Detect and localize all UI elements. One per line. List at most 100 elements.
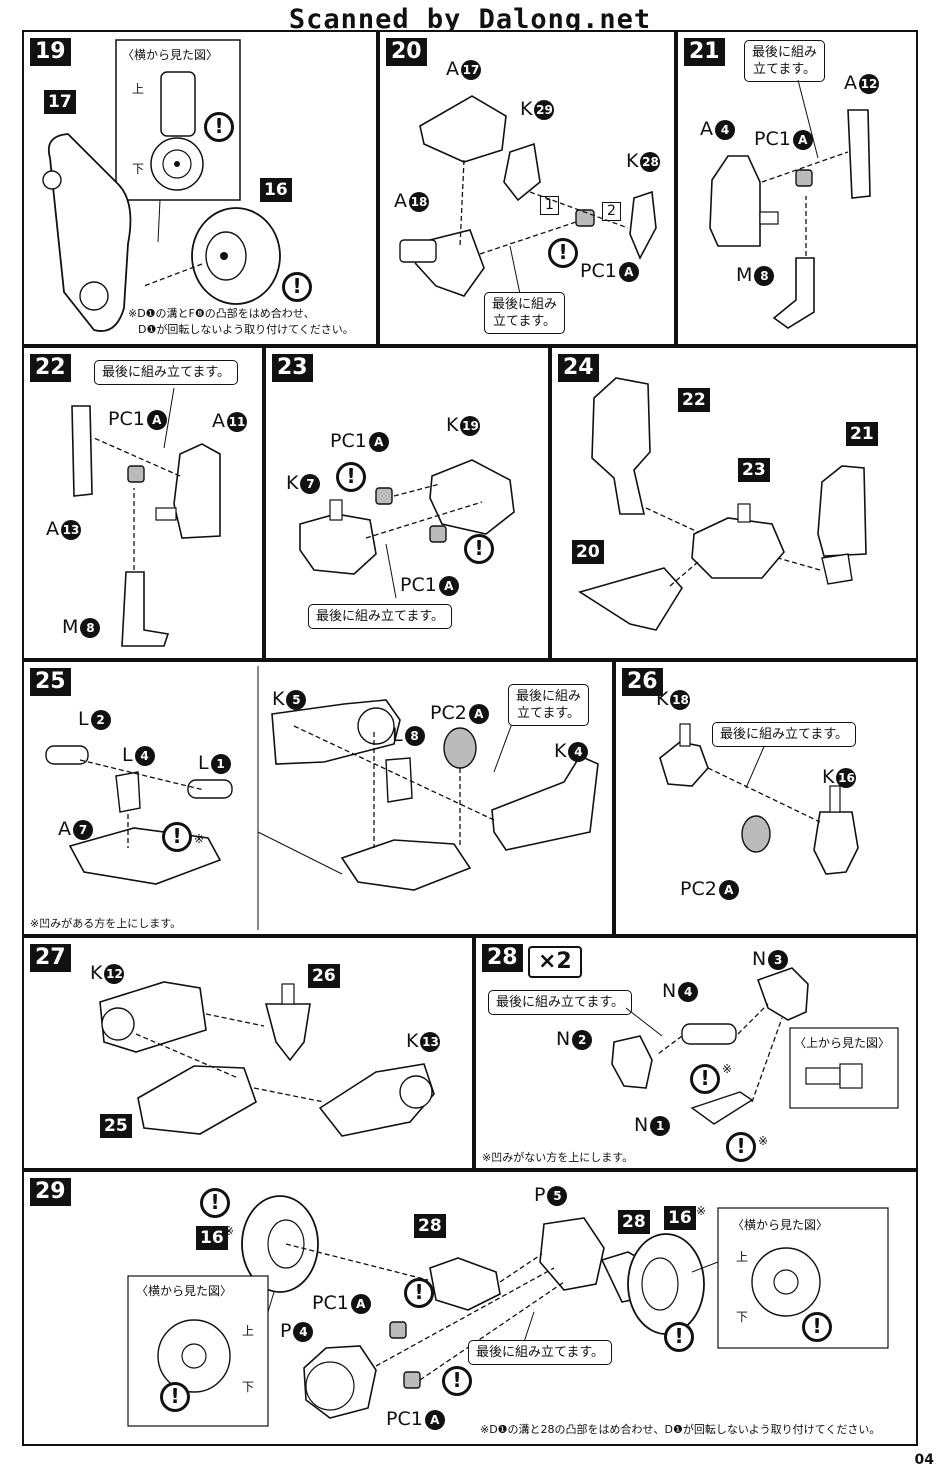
arm-part	[47, 133, 132, 332]
page-header: Scanned by Dalong.net	[288, 4, 652, 35]
side-view-right-bottom: 下	[736, 1310, 749, 1324]
step-24-illustration	[578, 377, 867, 631]
alert-icon: !	[464, 534, 494, 564]
assembly-ref-21: 21	[846, 422, 878, 446]
part-pc2	[741, 815, 771, 853]
step-22-illustration	[71, 387, 221, 647]
part-k16-post	[829, 785, 841, 813]
assembly-arrow	[777, 557, 821, 571]
instruction-note: ※D❶の溝と28の凸部をはめ合わせ、D❶が回転しないよう取り付けてください。	[480, 1423, 881, 1436]
callout-leader	[797, 79, 819, 159]
assembly-arrow	[529, 191, 629, 229]
part-pc1	[127, 465, 145, 483]
part-n4-spring	[681, 1023, 737, 1045]
asterisk-mark: ※	[194, 832, 205, 846]
side-view-bottom: 下	[132, 162, 145, 176]
step-25-illustration	[45, 666, 599, 930]
step-number: 23	[272, 354, 313, 382]
part-pc1-bottom	[429, 525, 447, 543]
assemble-last-callout: 最後に組み立てます。	[468, 1340, 613, 1365]
part-a13	[71, 405, 93, 497]
side-view-left-top: 上	[242, 1324, 255, 1338]
step-number: 19	[30, 38, 71, 66]
assembly-ref-20: 20	[572, 540, 604, 564]
part-k18-post	[679, 723, 691, 747]
side-view-title: 〈横から見た図〉	[122, 48, 219, 62]
asterisk-mark: ※	[758, 1134, 769, 1148]
side-view-right-title: 〈横から見た図〉	[732, 1218, 829, 1232]
step-26-illustration	[659, 723, 859, 875]
alert-icon: !	[162, 822, 192, 852]
page-number: 04	[914, 1452, 934, 1468]
part-k28	[629, 190, 657, 260]
wheel-16-hub	[220, 252, 228, 260]
part-pc1-bottom	[403, 1371, 421, 1389]
step-27-illustration	[99, 981, 435, 1137]
assembly-arrow	[761, 151, 849, 183]
part-k7-post	[329, 499, 343, 521]
callout-leader	[157, 199, 161, 243]
side-view-top: 上	[132, 82, 145, 96]
part-k19	[429, 459, 515, 535]
step-29-illustration	[127, 1195, 889, 1427]
step-21-illustration	[709, 79, 871, 329]
assembly-ref-22: 22	[678, 388, 710, 412]
top-view-head	[839, 1063, 863, 1089]
assembly-ref-28-left: 28	[414, 1214, 446, 1238]
assembly-arrow	[479, 221, 577, 255]
part-pc1	[575, 209, 595, 227]
part-pc1-top	[389, 1321, 407, 1339]
callout-leader	[385, 543, 397, 599]
assemble-last-callout: 最後に組み立てます。	[94, 360, 239, 385]
step-number: 28	[482, 944, 523, 972]
step-23-illustration	[299, 459, 515, 599]
step-number: 24	[558, 354, 599, 382]
assembly-ref-26: 26	[308, 964, 340, 988]
panel-divider	[257, 831, 343, 875]
side-view-right-hub	[773, 1269, 799, 1295]
side-view-right-top: 上	[736, 1250, 749, 1264]
assembly-ref-16-left: 16	[196, 1226, 228, 1250]
asterisk-mark: ※	[696, 1204, 707, 1218]
assembly-23	[691, 517, 785, 579]
part-l8	[385, 757, 413, 803]
part-l1	[187, 779, 233, 799]
assembly-22	[591, 377, 651, 515]
alert-icon: !	[204, 112, 234, 142]
callout-leader	[493, 717, 515, 773]
asterisk-mark: ※	[224, 1224, 235, 1238]
hub-center	[174, 161, 180, 167]
callout-leader	[163, 387, 175, 449]
part-a17	[419, 95, 507, 163]
part-ref-16: 16	[260, 178, 292, 202]
assembly-23-post	[737, 503, 751, 523]
assembly-arrow	[253, 1087, 325, 1103]
assembly-25	[137, 1065, 257, 1135]
part-n1	[690, 1091, 754, 1125]
part-p5	[539, 1217, 605, 1291]
part-k29	[503, 142, 541, 202]
step-19-illustration	[42, 39, 281, 332]
